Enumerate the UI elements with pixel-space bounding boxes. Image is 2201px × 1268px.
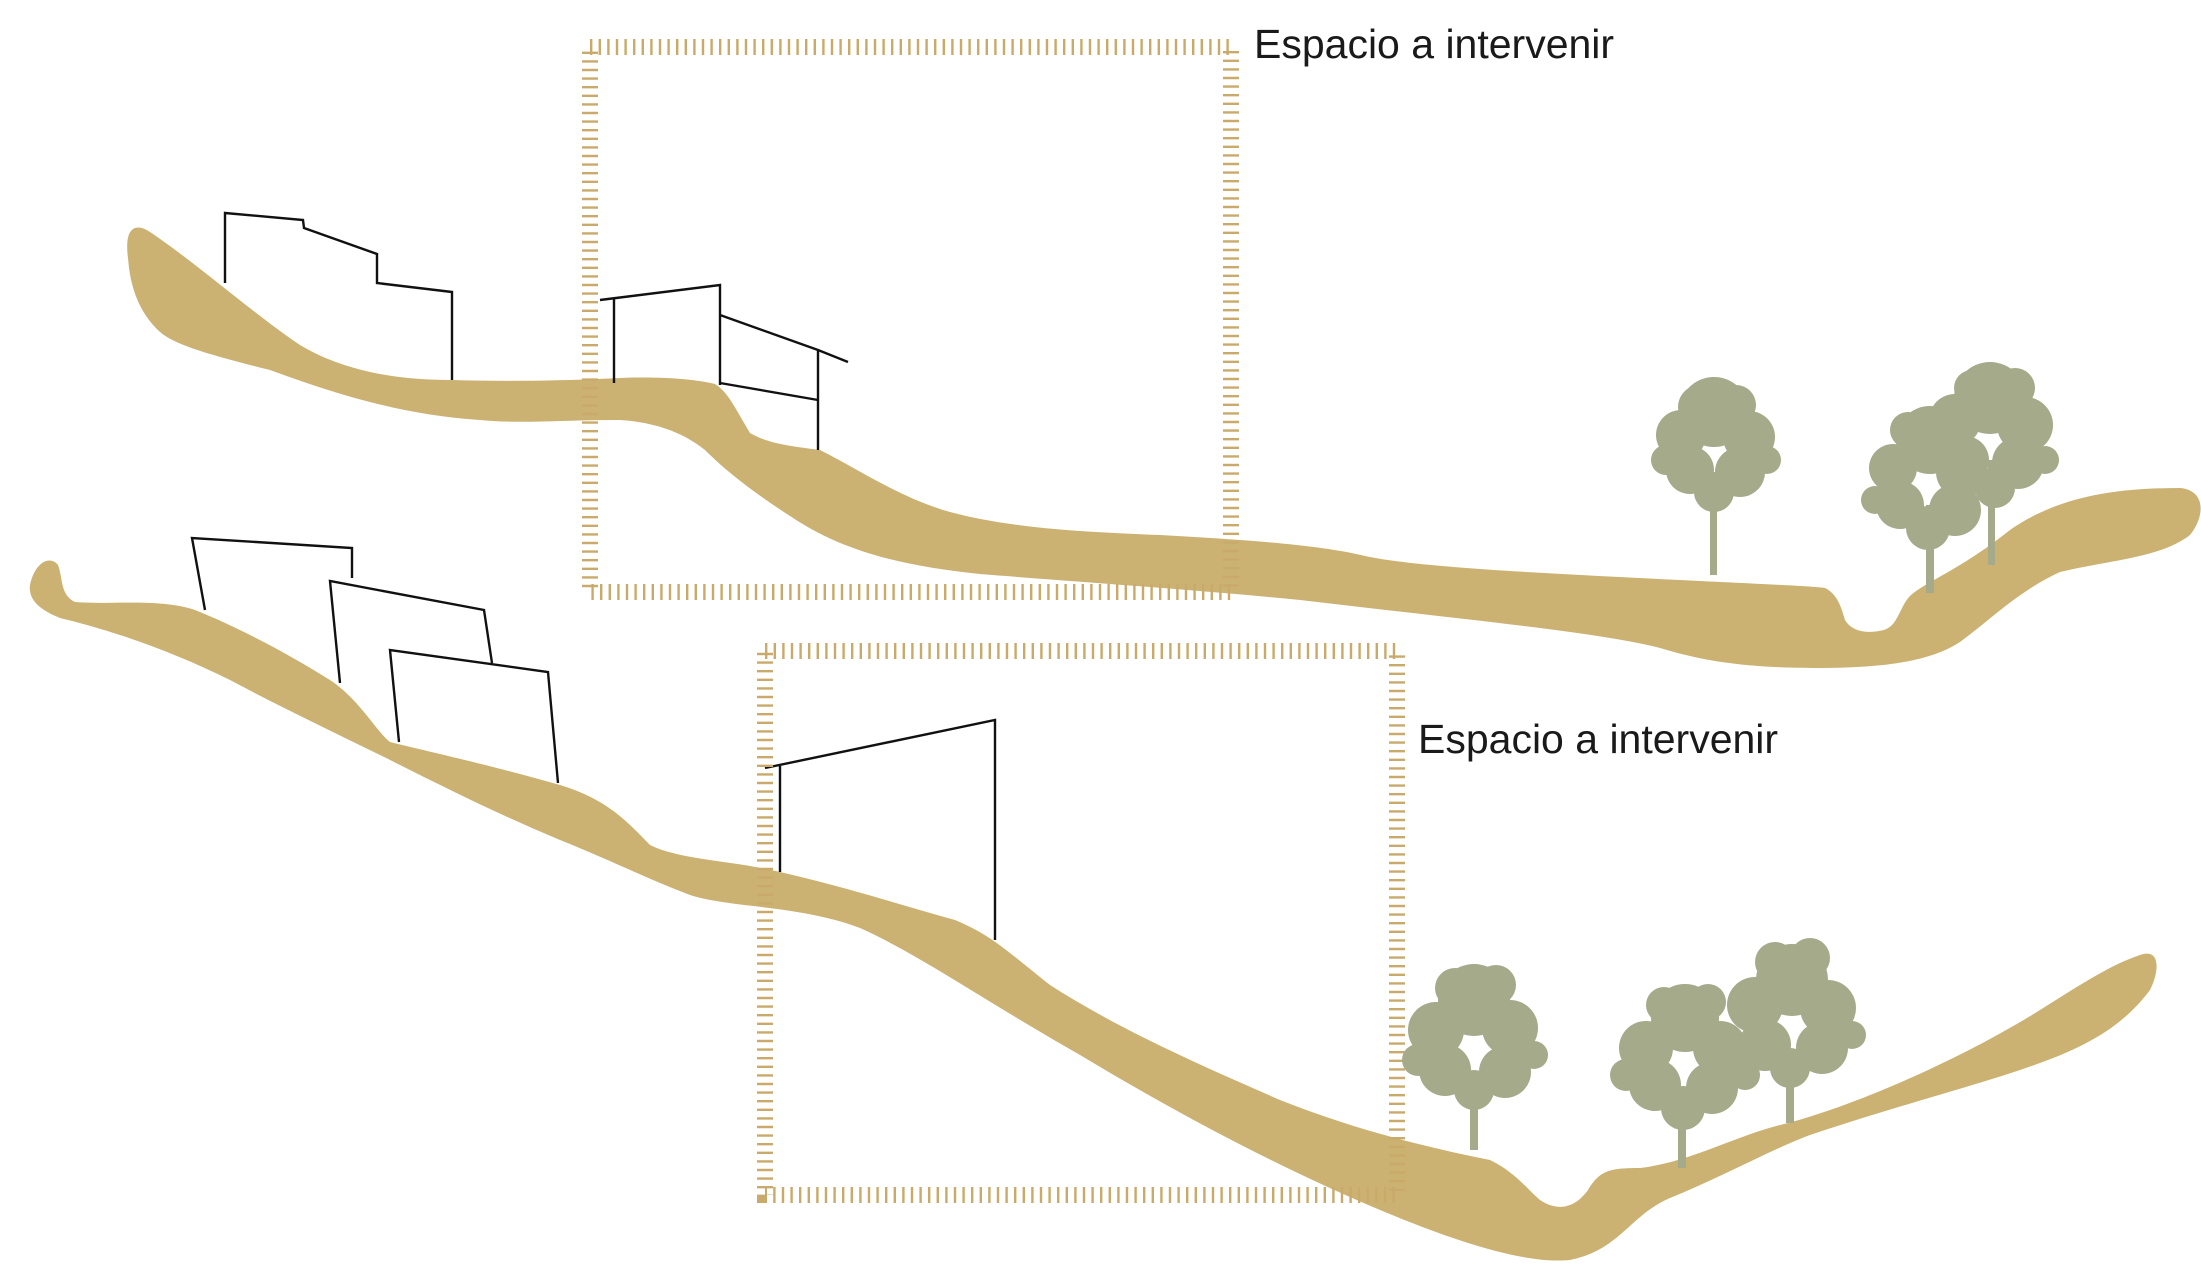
lower-building-1 xyxy=(190,536,354,611)
lower-intervention-label: Espacio a intervenir xyxy=(1418,716,1778,762)
lower-building-2 xyxy=(328,579,494,684)
lower-building-3 xyxy=(388,648,560,784)
upper-intervention-label: Espacio a intervenir xyxy=(1254,21,1614,67)
lower-intervention-frame xyxy=(757,643,1405,1203)
lower-tree-right-front xyxy=(1610,984,1760,1168)
upper-framed-building xyxy=(599,283,849,450)
upper-terrain xyxy=(127,227,2201,669)
upper-intervention-frame xyxy=(582,39,1239,600)
upper-tree-left xyxy=(1651,377,1781,575)
lower-framed-building xyxy=(764,718,997,940)
upper-tree-right-front xyxy=(1861,406,1988,593)
upper-stepped-building xyxy=(223,211,454,380)
lower-tree-left xyxy=(1402,964,1548,1150)
lower-tree-right-back xyxy=(1727,938,1866,1123)
upper-section: Espacio a intervenir xyxy=(127,21,2201,669)
lower-section: Espacio a intervenir xyxy=(29,536,2157,1261)
